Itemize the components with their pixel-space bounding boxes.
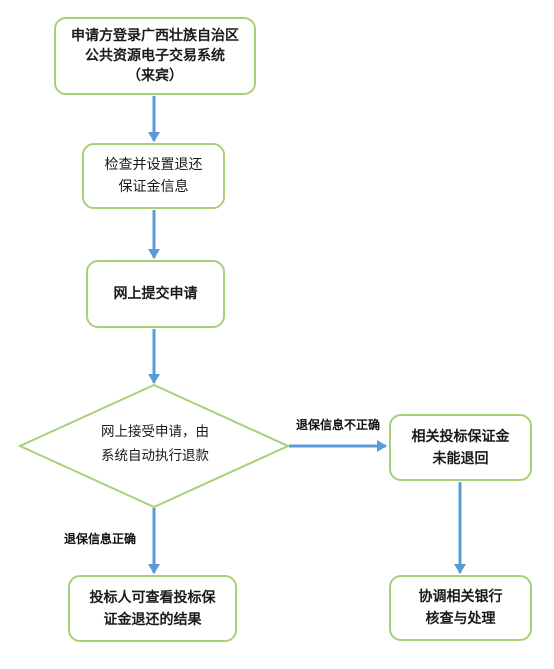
node-bank: 协调相关银行 核查与处理 — [389, 575, 532, 641]
node-result: 投标人可查看投标保 证金退还的结果 — [68, 575, 237, 642]
edge-label-correct: 退保信息正确 — [64, 532, 137, 546]
node-bank-text: 协调相关银行 核查与处理 — [418, 589, 503, 627]
node-result-text: 投标人可查看投标保 证金退还的结果 — [89, 589, 216, 628]
node-login-text: 申请方登录广西壮族自治区 公共资源电子交易系统 （来宾） — [71, 28, 239, 84]
edge-label-incorrect: 退保信息不正确 — [296, 418, 381, 432]
node-submit-text: 网上提交申请 — [113, 286, 198, 302]
node-check: 检查并设置退还 保证金信息 — [82, 143, 225, 209]
node-submit: 网上提交申请 — [86, 260, 225, 328]
node-login: 申请方登录广西壮族自治区 公共资源电子交易系统 （来宾） — [54, 17, 256, 95]
node-not-returned: 相关投标保证金 未能退回 — [389, 414, 532, 481]
decision-text: 网上接受申请，由 系统自动执行退款 — [101, 424, 209, 464]
decision-diamond — [17, 383, 291, 509]
node-not-returned-text: 相关投标保证金 未能退回 — [411, 428, 510, 467]
node-check-text: 检查并设置退还 保证金信息 — [104, 157, 203, 195]
